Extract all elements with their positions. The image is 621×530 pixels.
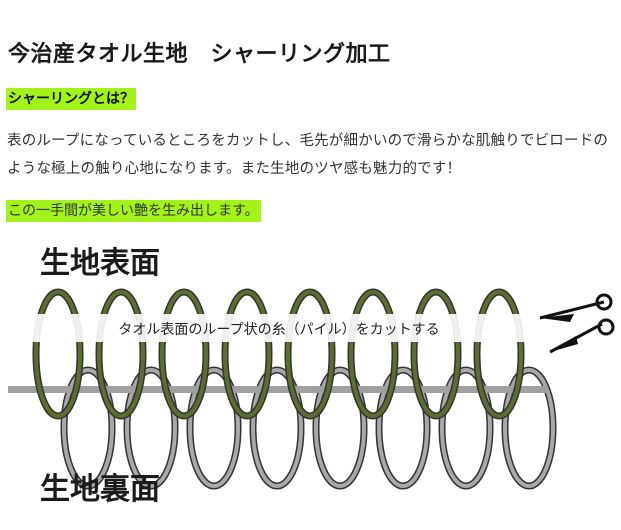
front-pile-loop xyxy=(95,288,147,420)
back-pile-loop xyxy=(375,366,431,490)
cut-caption-band xyxy=(20,314,538,342)
front-pile-loop xyxy=(410,288,462,420)
front-pile-loop xyxy=(32,288,84,420)
front-pile-loop xyxy=(221,288,273,420)
back-pile-loop xyxy=(438,366,494,490)
back-pile-loop xyxy=(186,366,242,490)
back-pile-loop xyxy=(501,366,557,490)
front-pile-loop xyxy=(158,288,210,420)
back-pile-loop xyxy=(312,366,368,490)
back-pile-loop xyxy=(249,366,305,490)
back-pile-loop xyxy=(60,366,116,490)
page-title: 今治産タオル生地 シャーリング加工 xyxy=(8,42,391,67)
highlight-sentence: この一手間が美しい艶を生み出します。 xyxy=(6,200,261,222)
section-heading: シャーリングとは？ xyxy=(6,88,136,110)
cut-caption: タオル表面のループ状の糸（パイル）をカットする xyxy=(118,322,439,338)
description-paragraph: 表のループになっているところをカットし、毛先が細かいので滑らかな肌触りでビロード… xyxy=(7,133,609,177)
back-pile-loop xyxy=(123,366,179,490)
front-pile-loop xyxy=(473,288,525,420)
back-pile-loops xyxy=(60,366,557,490)
front-pile-loop xyxy=(347,288,399,420)
front-pile-loop xyxy=(284,288,336,420)
front-label: 生地表面 xyxy=(40,246,160,281)
front-pile-loops xyxy=(32,288,525,420)
scissors-icon xyxy=(539,293,615,354)
back-label: 生地裏面 xyxy=(40,472,160,507)
shearing-diagram: 生地表面 タオル表面のループ状の糸（パイル）をカットする 生地裏面 xyxy=(0,236,621,530)
ground-thread xyxy=(8,386,548,393)
shearing-diagram-svg: 生地表面 タオル表面のループ状の糸（パイル）をカットする 生地裏面 xyxy=(8,246,615,507)
